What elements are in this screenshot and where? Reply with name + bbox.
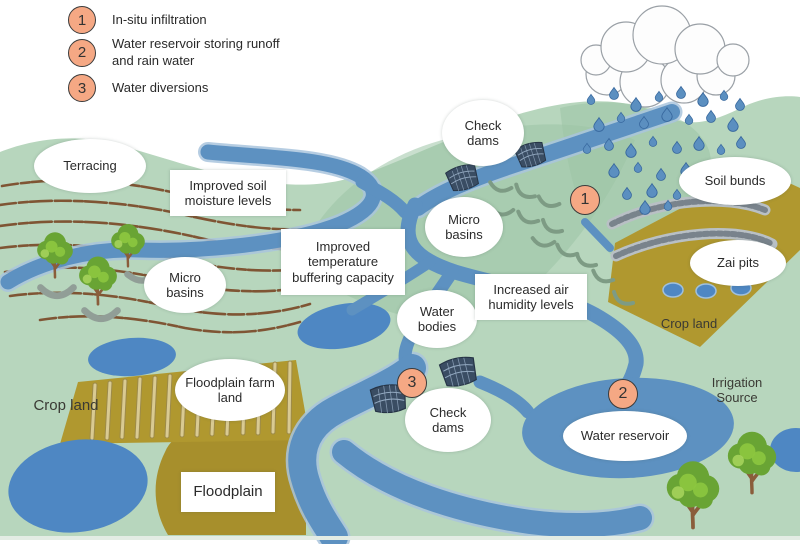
label-crop-land-right: Crop land [660,316,718,332]
ponds [8,302,391,533]
raindrop-icon [735,98,745,111]
legend-label-1: In-situ infiltration [112,11,207,27]
label-improved-soil-moisture: Improved soil moisture levels [170,170,286,216]
legend-item-2: 2 Water reservoir storing runoff and rai… [68,36,282,70]
legend-label-3: Water diversions [112,79,209,95]
label-water-bodies: Water bodies [397,290,477,348]
raindrop-icon [586,93,596,105]
label-floodplain: Floodplain [181,472,275,512]
label-check-dams-top: Check dams [442,100,524,166]
legend-number-3: 3 [68,74,96,102]
label-zai-pits: Zai pits [690,240,786,286]
raindrop-icon [706,110,716,123]
legend-item-3: 3 Water diversions [68,74,282,102]
ground-edge [0,536,800,540]
label-soil-bunds: Soil bunds [679,157,791,205]
legend-number-1: 1 [68,6,96,34]
raindrop-icon [684,113,694,125]
legend-item-1: 1 In-situ infiltration [68,6,282,34]
label-irrigation-source: Irrigation Source [711,374,763,405]
legend-label-2: Water reservoir storing runoff and rain … [112,36,280,68]
label-water-reservoir: Water reservoir [563,411,687,461]
label-check-dams-bottom: Check dams [405,388,491,452]
label-micro-basins-left: Micro basins [144,257,226,313]
legend-number-2: 2 [68,38,96,67]
label-micro-basins-top: Micro basins [425,197,503,257]
soil-bunds-shapes [606,195,778,262]
label-terracing: Terracing [34,139,146,193]
label-floodplain-farm-land: Floodplain farm land [175,359,285,421]
marker-2-water-reservoir: 2 [608,379,638,409]
marker-3-water-diversions: 3 [397,368,427,398]
label-increased-air-humidity: Increased air humidity levels [475,274,587,320]
label-improved-temperature: Improved temperature buffering capacity [281,229,405,295]
marker-1-in-situ-infiltration: 1 [570,185,600,215]
label-crop-land-left: Crop land [33,397,99,415]
zai-pits-dots [662,280,752,299]
